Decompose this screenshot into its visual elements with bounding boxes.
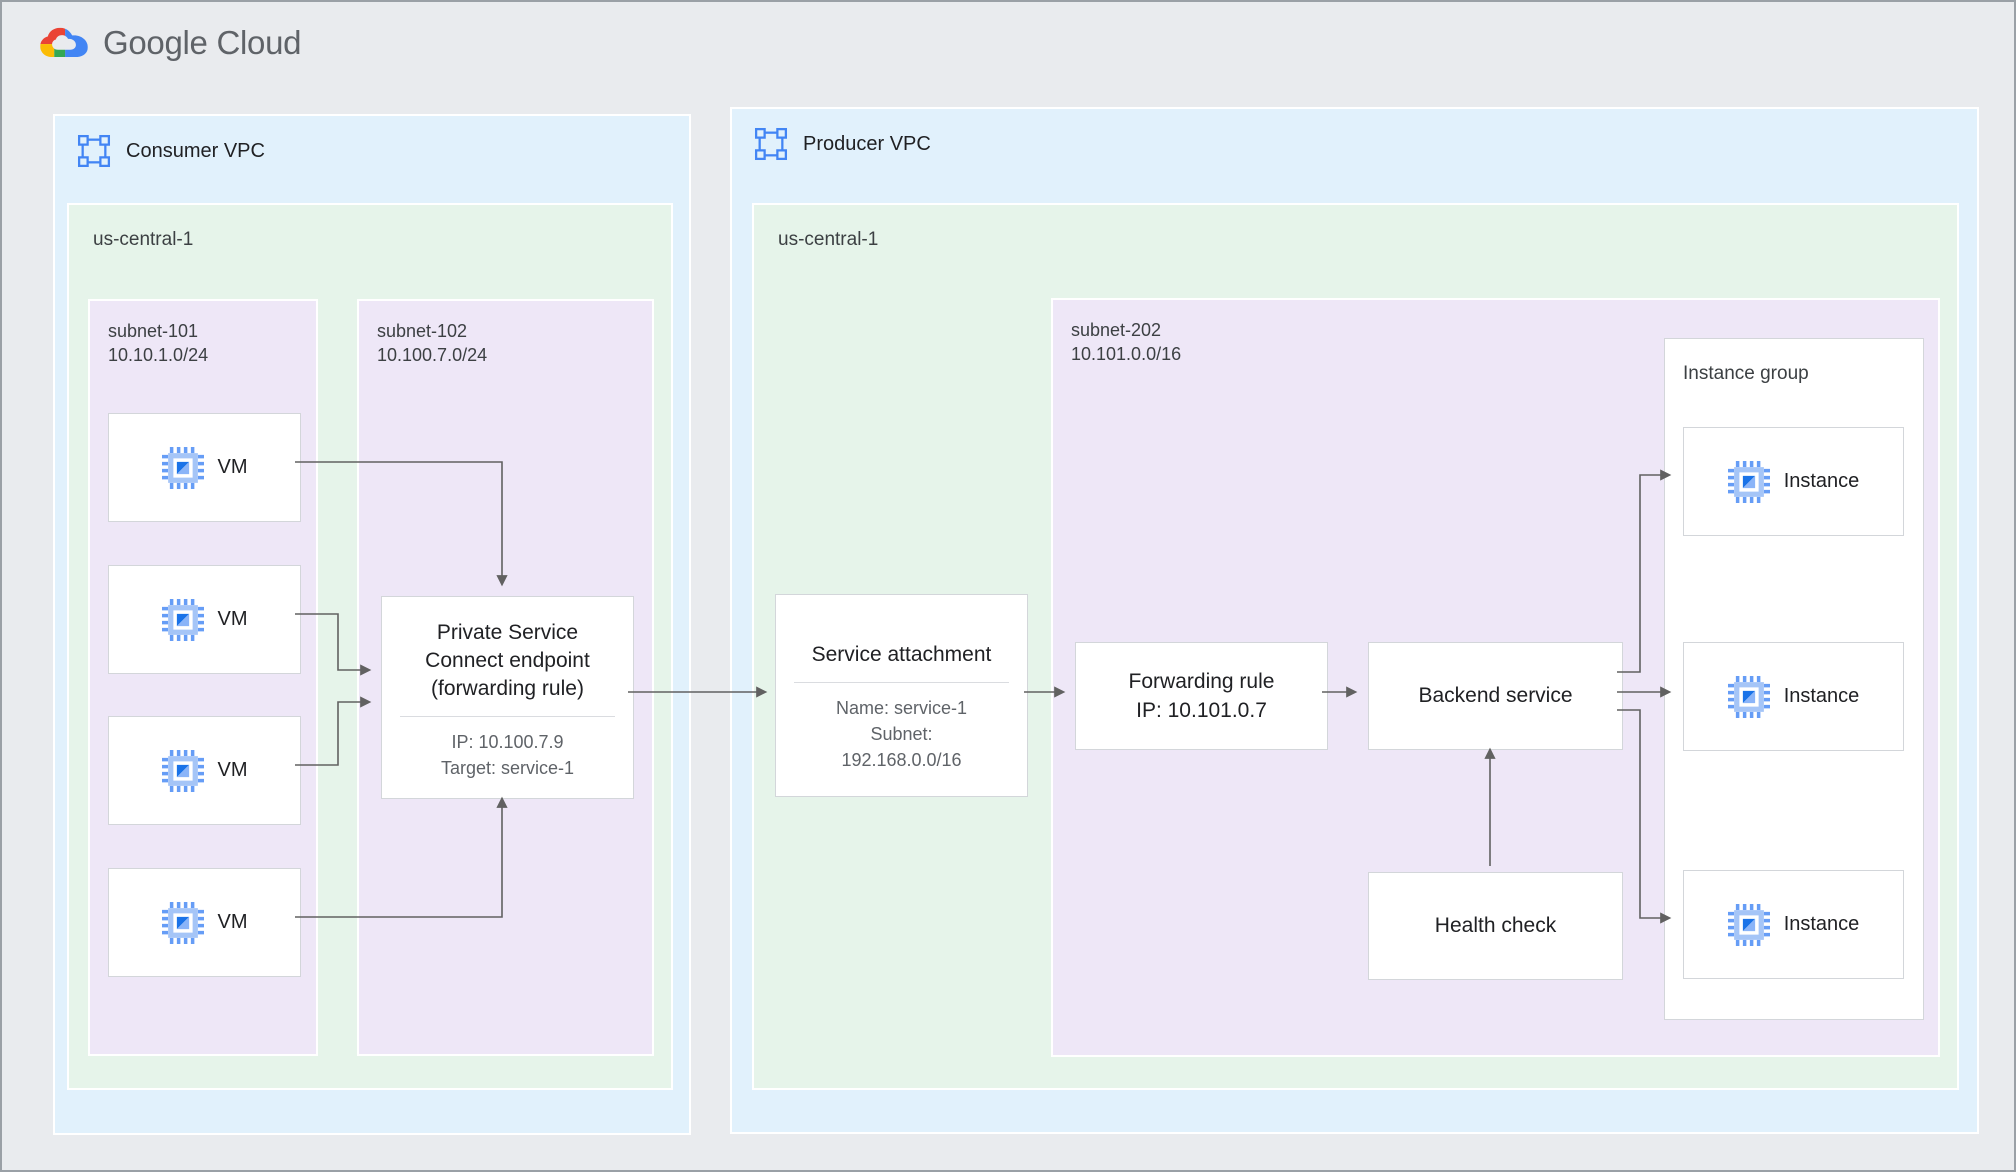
health-check-label: Health check xyxy=(1434,914,1557,938)
forwarding-rule-title: Forwarding rule xyxy=(1128,669,1275,693)
producer-region-label: us-central-1 xyxy=(778,229,879,250)
instance-node-2: Instance xyxy=(1683,642,1904,751)
compute-engine-icon xyxy=(162,750,204,792)
forwarding-rule-ip: IP: 10.101.0.7 xyxy=(1136,699,1267,722)
subnet-202: subnet-202 10.101.0.0/16 Forwarding rule… xyxy=(1051,298,1940,1057)
psc-endpoint-target: Target: service-1 xyxy=(440,757,575,778)
consumer-vpc-header: Consumer VPC xyxy=(77,134,265,168)
divider xyxy=(794,681,1009,683)
instance-node-3: Instance xyxy=(1683,870,1904,979)
service-attachment-node: Service attachment Name: service-1 Subne… xyxy=(775,594,1028,797)
subnet-101-cidr: 10.10.1.0/24 xyxy=(108,345,209,366)
subnet-202-name: subnet-202 xyxy=(1071,320,1162,340)
subnet-102: subnet-102 10.100.7.0/24 Private Service… xyxy=(357,299,654,1056)
subnet-202-cidr: 10.101.0.0/16 xyxy=(1071,344,1182,365)
producer-vpc-header: Producer VPC xyxy=(754,127,931,161)
subnet-202-label: subnet-202 10.101.0.0/16 xyxy=(1071,318,1181,367)
health-check-node: Health check xyxy=(1368,872,1623,980)
service-attachment-subnet-label: Subnet: xyxy=(870,724,933,745)
instance-group: Instance group Instance Instance Instanc… xyxy=(1664,338,1924,1020)
service-attachment-title: Service attachment xyxy=(811,643,992,666)
producer-vpc-container: Producer VPC us-central-1 Service attach… xyxy=(730,107,1979,1134)
subnet-102-name: subnet-102 xyxy=(377,321,468,341)
subnet-101: subnet-101 10.10.1.0/24 VM VM VM V xyxy=(88,299,318,1056)
backend-service-label: Backend service xyxy=(1418,684,1573,708)
compute-engine-icon xyxy=(1728,676,1770,718)
vpc-network-icon xyxy=(754,127,788,161)
instance-group-label: Instance group xyxy=(1683,363,1809,384)
psc-endpoint-title: Private Service Connect endpoint (forwar… xyxy=(425,621,590,700)
vm-label: VM xyxy=(217,456,248,478)
compute-engine-icon xyxy=(1728,904,1770,946)
producer-region: us-central-1 Service attachment Name: se… xyxy=(752,203,1959,1090)
vm-label: VM xyxy=(217,911,248,933)
compute-engine-icon xyxy=(162,902,204,944)
compute-engine-icon xyxy=(162,599,204,641)
backend-service-node: Backend service xyxy=(1368,642,1623,750)
instance-label: Instance xyxy=(1783,913,1860,935)
subnet-101-label: subnet-101 10.10.1.0/24 xyxy=(108,319,208,368)
psc-endpoint-ip: IP: 10.100.7.9 xyxy=(451,731,564,752)
service-attachment-name: Name: service-1 xyxy=(835,697,968,718)
compute-engine-icon xyxy=(1728,461,1770,503)
vm-node-4: VM xyxy=(108,868,301,977)
psc-endpoint-node: Private Service Connect endpoint (forwar… xyxy=(381,596,634,799)
subnet-102-cidr: 10.100.7.0/24 xyxy=(377,345,488,366)
forwarding-rule-node: Forwarding rule IP: 10.101.0.7 xyxy=(1075,642,1328,750)
consumer-region-label: us-central-1 xyxy=(93,229,194,250)
service-attachment-subnet-value: 192.168.0.0/16 xyxy=(841,750,962,771)
google-cloud-icon xyxy=(40,27,88,57)
vm-label: VM xyxy=(217,608,248,630)
compute-engine-icon xyxy=(162,447,204,489)
instance-label: Instance xyxy=(1783,685,1860,707)
vm-label: VM xyxy=(217,759,248,781)
producer-vpc-label: Producer VPC xyxy=(803,132,931,155)
consumer-vpc-container: Consumer VPC us-central-1 subnet-101 10.… xyxy=(53,114,691,1135)
instance-label: Instance xyxy=(1783,470,1860,492)
google-cloud-logo: Google Cloud xyxy=(38,24,302,62)
consumer-vpc-label: Consumer VPC xyxy=(126,139,265,162)
brand-text: Google Cloud xyxy=(103,24,302,61)
vm-node-2: VM xyxy=(108,565,301,674)
divider xyxy=(400,715,615,717)
subnet-102-label: subnet-102 10.100.7.0/24 xyxy=(377,319,487,368)
consumer-region: us-central-1 subnet-101 10.10.1.0/24 VM … xyxy=(67,203,673,1090)
vpc-network-icon xyxy=(77,134,111,168)
subnet-101-name: subnet-101 xyxy=(108,321,199,341)
vm-node-3: VM xyxy=(108,716,301,825)
vm-node-1: VM xyxy=(108,413,301,522)
instance-node-1: Instance xyxy=(1683,427,1904,536)
